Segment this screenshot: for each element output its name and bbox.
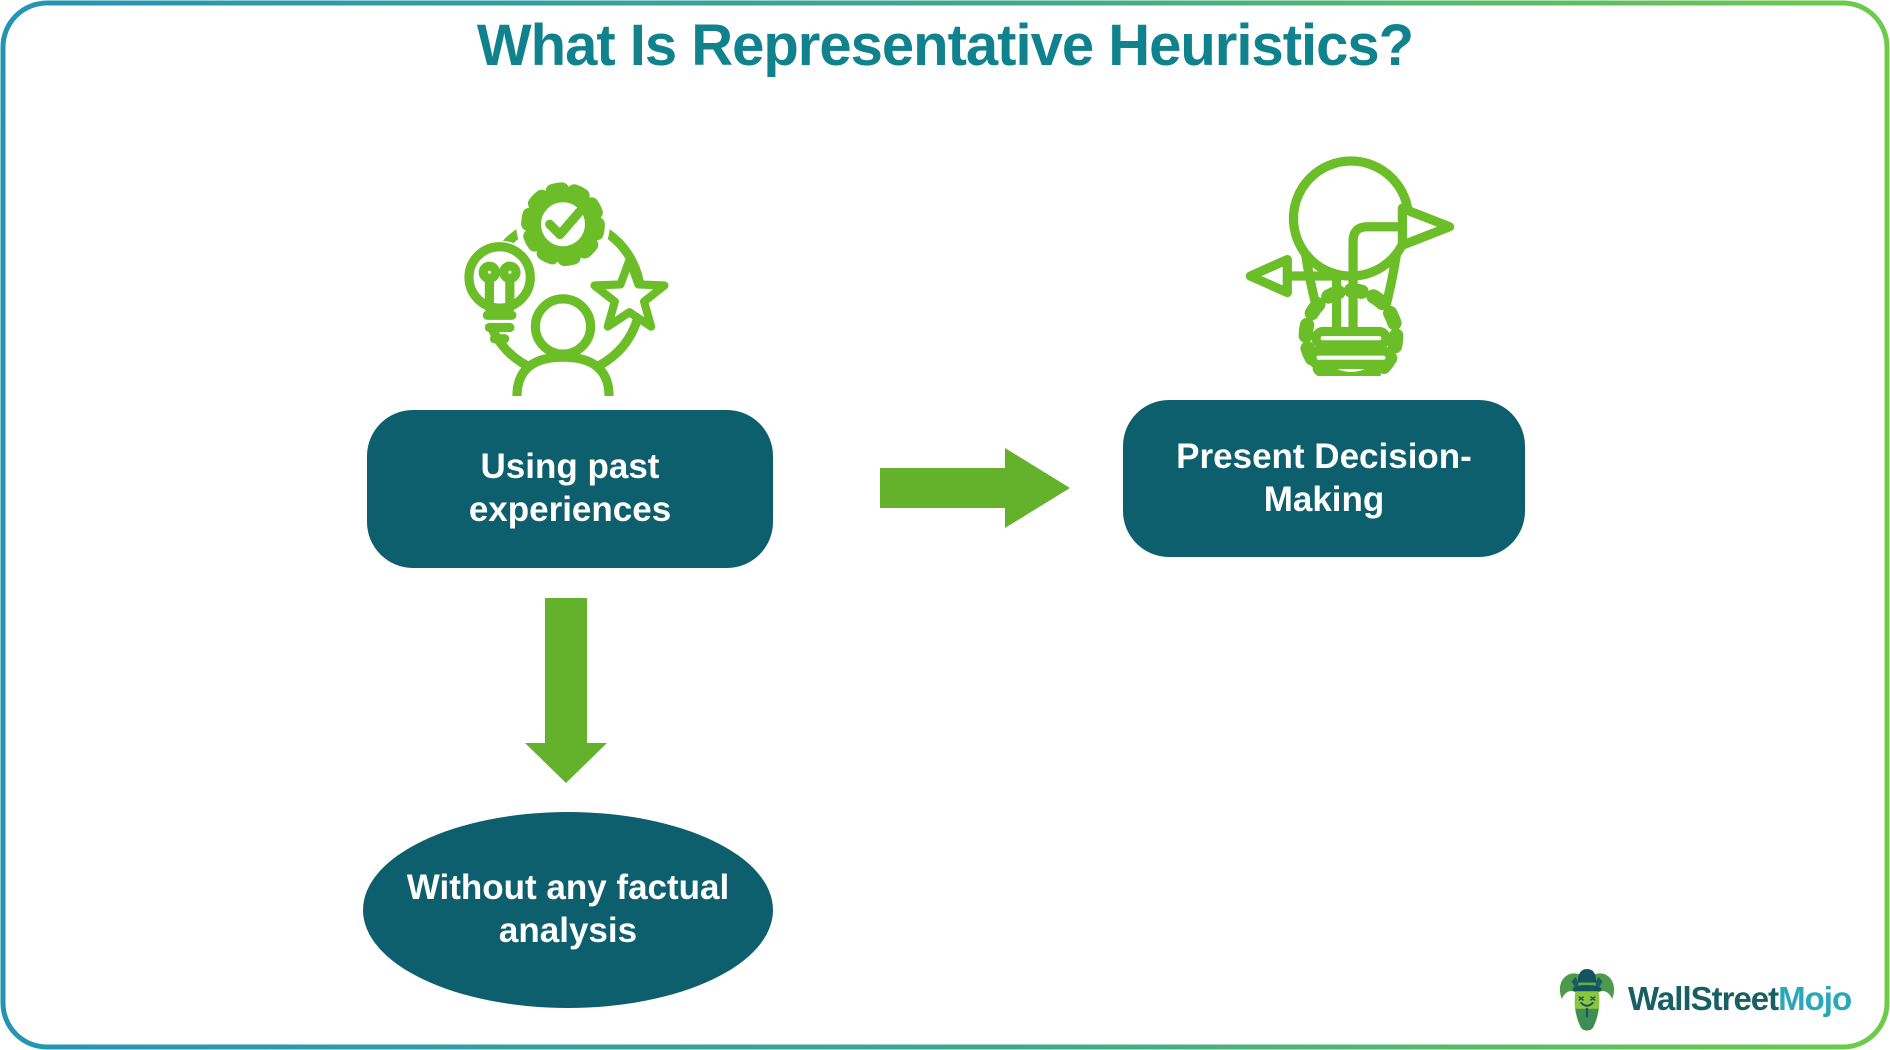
flow-node-without-analysis-label: Without any factual analysis bbox=[406, 868, 730, 950]
person-idea-gear-star-icon bbox=[456, 177, 669, 396]
right-arrow-icon bbox=[880, 448, 1070, 528]
flow-node-without-analysis: Without any factual analysis bbox=[363, 812, 773, 1008]
flow-node-present-decision: Present Decision-Making bbox=[1123, 400, 1525, 557]
down-arrow-icon bbox=[525, 598, 607, 783]
flow-node-present-decision-label: Present Decision-Making bbox=[1176, 436, 1472, 519]
bulb-decision-paths-gear-icon bbox=[1245, 156, 1455, 376]
wallstreetmojo-logo: WallStreetMojo bbox=[1556, 964, 1852, 1034]
flow-node-past-experiences: Using past experiences bbox=[367, 410, 773, 568]
brand-secondary-text: Mojo bbox=[1778, 980, 1852, 1017]
wallstreetmojo-bull-icon bbox=[1559, 968, 1615, 1031]
brand-primary-text: WallStreet bbox=[1628, 980, 1779, 1017]
page-title: What Is Representative Heuristics? bbox=[476, 13, 1414, 78]
flow-node-past-experiences-label: Using past experiences bbox=[468, 447, 672, 529]
wallstreetmojo-wordmark: WallStreetMojo bbox=[1628, 980, 1852, 1018]
